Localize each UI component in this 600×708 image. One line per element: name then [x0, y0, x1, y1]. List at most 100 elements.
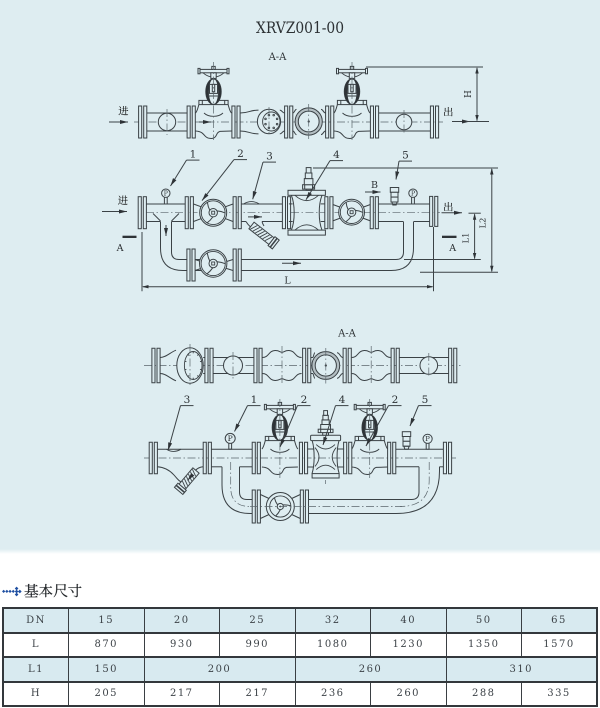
table-row-label: L1 [2, 656, 69, 683]
drawing-background-fade [0, 549, 600, 554]
flange-pair [390, 347, 400, 384]
flange-pair [281, 196, 292, 230]
section-view-top: XRVZ001-00 A-A H [109, 18, 489, 140]
section-view-bottom: A-A [144, 329, 463, 388]
callout-4: 4 [333, 149, 340, 161]
table-cell: 990 [219, 631, 296, 658]
pressure-gauge: P [224, 432, 236, 450]
callout-3b-callout: 3 [167, 394, 194, 451]
flange-pair [387, 441, 397, 475]
flange-pair [138, 105, 148, 139]
gauge-letter: P [411, 190, 415, 197]
flange-pair [148, 441, 158, 475]
flange-pair [284, 105, 294, 139]
dim-h-label: H [464, 90, 474, 98]
globe-valve [261, 401, 299, 475]
gauge-letter: P [425, 435, 430, 443]
flange-pair [302, 347, 312, 384]
flange-pair [369, 196, 379, 230]
strainer-drain-leg [173, 467, 200, 496]
callout-5b-callout: 5 [409, 394, 432, 427]
callout-2-callout: 2 [201, 148, 247, 201]
callout-1b: 1 [251, 394, 258, 406]
table-cell: 310 [445, 656, 598, 683]
safety-valve [389, 187, 400, 206]
gate-valve-handwheel-top [199, 198, 228, 227]
table-cell: 260 [370, 680, 447, 707]
table-col-header: 32 [294, 607, 371, 634]
table-col-header: 20 [143, 607, 220, 634]
pressure-gauge: P [422, 433, 433, 450]
table-col-header: 50 [445, 607, 522, 634]
dim-l1-label: L1 [461, 233, 471, 244]
callout-2b-right-callout: 2 [365, 394, 402, 447]
table-cell: 205 [68, 680, 145, 707]
table-cell: 217 [219, 680, 296, 707]
table-cell: 1350 [445, 631, 522, 658]
dimension-line [490, 168, 494, 273]
table-cell: 335 [521, 680, 598, 707]
flange-pair [184, 196, 194, 230]
table-col-header-dn: DN [2, 607, 69, 634]
elevation-view-bottom: P P 3 1 2 4 2 5 [144, 394, 456, 524]
callout-1: 1 [190, 149, 197, 161]
section-mark-a-right: A [448, 243, 456, 254]
dimension-line [472, 213, 477, 260]
dimension-line [475, 67, 479, 122]
view-b-label: B [371, 180, 378, 191]
table-col-header: 25 [219, 607, 296, 634]
callout-2b-right: 2 [392, 394, 399, 406]
table-cell: 236 [294, 680, 371, 707]
callout-1-callout: 1 [170, 149, 200, 187]
pressure-gauge: P [408, 188, 418, 205]
flange-pair [202, 441, 212, 475]
flange-pair [448, 347, 458, 384]
table-col-header: 15 [68, 607, 145, 634]
flange-pair [369, 105, 380, 139]
flange-pair [253, 347, 263, 384]
pressure-gauge: P [161, 188, 171, 205]
gauge-letter: P [164, 190, 168, 197]
callout-5-callout: 5 [395, 150, 412, 180]
gate-valve-handwheel-top [338, 198, 366, 226]
table-heading-text [24, 583, 82, 598]
flange-pair [186, 248, 196, 282]
dim-l2-label: L2 [478, 218, 488, 229]
table-cell: 870 [68, 631, 145, 658]
table-col-header: 40 [370, 607, 447, 634]
callout-3b: 3 [184, 394, 191, 406]
flange-pair [251, 441, 261, 475]
table-cell: 200 [143, 656, 296, 683]
heading-bullet-icon [2, 586, 22, 597]
callout-3-callout: 3 [252, 151, 276, 200]
callout-2b-left-callout: 2 [279, 394, 311, 448]
dimension-line [142, 285, 434, 289]
safety-valve [401, 431, 412, 450]
section-label-top: A-A [268, 52, 288, 63]
section-mark-a-left: A [116, 243, 124, 254]
callout-5: 5 [402, 150, 409, 162]
flange-pair [343, 441, 353, 475]
dim-l-label: L [284, 276, 291, 287]
callout-3: 3 [266, 151, 273, 163]
table-cell: 1230 [370, 631, 447, 658]
flange-pair [137, 196, 147, 230]
callout-1b-callout: 1 [234, 394, 261, 432]
flange-pair [298, 441, 309, 475]
callout-2: 2 [237, 148, 244, 160]
flange-pair [151, 347, 161, 384]
drawing-title: XRVZ001-00 [256, 18, 344, 37]
flange-pair [232, 248, 242, 282]
flange-pair [429, 195, 439, 227]
table-row-label: H [2, 680, 69, 707]
callout-5b: 5 [422, 394, 429, 406]
callout-4-callout: 4 [305, 149, 343, 201]
table-cell: 288 [445, 680, 522, 707]
callout-4b: 4 [339, 394, 346, 406]
flange-pair [429, 105, 440, 139]
table-cell: 217 [143, 680, 220, 707]
section-label-bottom: A-A [337, 329, 357, 340]
flange-pair [232, 196, 242, 230]
